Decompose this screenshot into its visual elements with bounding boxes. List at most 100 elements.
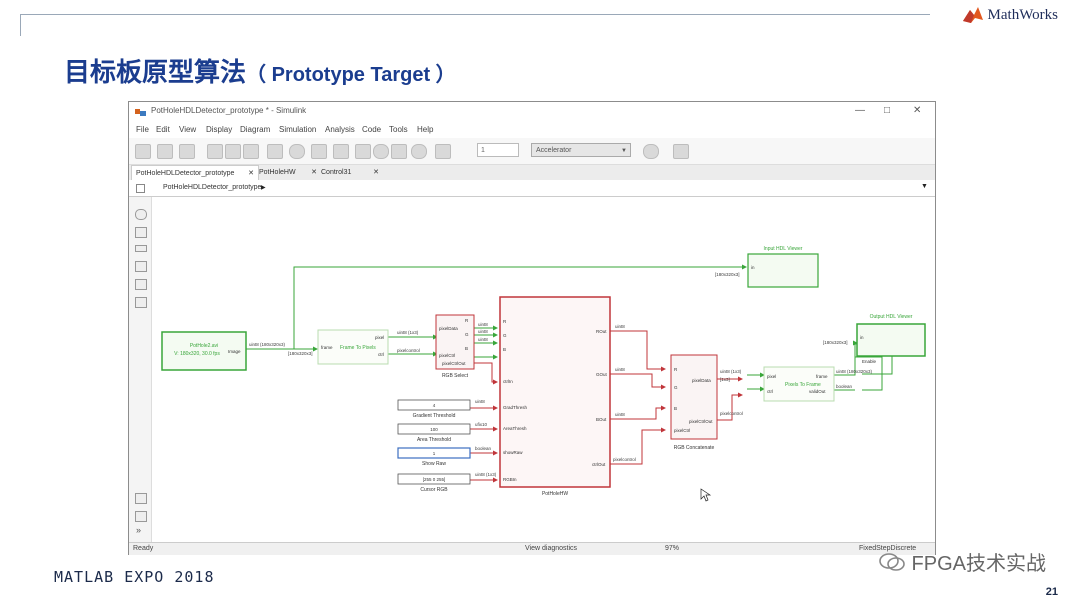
model-settings-icon[interactable] <box>289 144 305 159</box>
tab-label: Control31 <box>321 169 352 176</box>
port-frame: frame <box>321 345 333 350</box>
slide-title: 目标板原型算法（ Prototype Target ） <box>64 52 456 89</box>
pothole-hw-subsystem[interactable]: R G B ctrlIn GradThresh AreaThresh showR… <box>499 296 611 497</box>
area-threshold-constant[interactable]: 100 Area Threshold ufix10 <box>397 422 488 443</box>
annotation-icon[interactable] <box>135 261 147 272</box>
stop-icon[interactable] <box>411 144 427 159</box>
wechat-icon <box>878 552 905 571</box>
tab-close-icon[interactable]: ✕ <box>311 169 317 176</box>
save-icon[interactable] <box>179 144 195 159</box>
signal-label-source: uint8 (180x320x3) <box>249 342 286 347</box>
menu-help[interactable]: Help <box>417 125 434 134</box>
gradient-threshold-constant[interactable]: 4 Gradient Threshold uint8 <box>397 399 485 419</box>
tab-control31[interactable]: Control31 ✕ <box>317 165 383 180</box>
forward-arrow-icon[interactable] <box>225 144 241 159</box>
fit-view-icon[interactable] <box>135 227 147 238</box>
step-forward-icon[interactable] <box>391 144 407 159</box>
block-diagram[interactable]: PotHole2.avi V: 180x320, 30.0 fps Image … <box>152 197 935 542</box>
slide-title-cn: 目标板原型算法 <box>64 57 247 87</box>
watermark: FPGA技术实战 <box>878 547 1046 576</box>
stop-time-input[interactable]: 1 <box>477 143 519 157</box>
video-source-block[interactable]: PotHole2.avi V: 180x320, 30.0 fps Image <box>161 331 247 371</box>
address-dropdown-icon[interactable]: ▼ <box>921 183 928 190</box>
port-output-viewer-enable: Enable <box>862 359 877 364</box>
port-pixelctrlout: pixelCtrlOut <box>442 361 466 366</box>
port-ctrlin: ctrlIn <box>503 379 513 384</box>
rgb-concatenate-block[interactable]: R G B pixelCtrl pixelData pixelCtrlOut R… <box>670 354 718 451</box>
port-output-viewer-in: in <box>860 335 864 340</box>
tab-pothole-hdl-detector[interactable]: PotHoleHDLDetector_prototype ✕ <box>131 165 259 181</box>
status-bar: Ready View diagnostics 97% FixedStepDisc… <box>129 542 935 555</box>
port-concat-pixeldata: pixelData <box>692 378 711 383</box>
view-diagnostics-link[interactable]: View diagnostics <box>525 545 578 552</box>
menu-diagram[interactable]: Diagram <box>240 125 271 134</box>
tab-close-icon[interactable]: ✕ <box>248 170 254 177</box>
simulation-mode-select[interactable]: Accelerator ▼ <box>531 143 631 157</box>
record-icon[interactable] <box>435 144 451 159</box>
show-raw-constant[interactable]: 1 Show Raw boolean <box>397 446 492 467</box>
pixels-to-frame-block[interactable]: pixel ctrl Pixels To Frame frame validOu… <box>763 366 835 402</box>
close-button[interactable]: ✕ <box>913 105 922 116</box>
diagram-canvas[interactable]: PotHole2.avi V: 180x320, 30.0 fps Image … <box>152 197 935 542</box>
menu-analysis[interactable]: Analysis <box>325 125 355 134</box>
arrows-icon[interactable] <box>135 245 147 252</box>
port-b-in: B <box>503 347 506 352</box>
data-inspector-icon[interactable] <box>333 144 349 159</box>
model-explorer-icon[interactable] <box>311 144 327 159</box>
simulation-mode-value: Accelerator <box>536 147 572 154</box>
menu-display[interactable]: Display <box>206 125 233 134</box>
build-icon[interactable] <box>673 144 689 159</box>
menu-edit[interactable]: Edit <box>156 125 170 134</box>
footer-event-name: MATLAB EXPO 2018 <box>54 568 215 586</box>
source-file-name: PotHole2.avi <box>190 343 218 349</box>
watermark-text: FPGA技术实战 <box>911 553 1046 575</box>
cursor-rgb-label: Cursor RGB <box>420 487 448 493</box>
port-concat-g: G <box>674 385 678 390</box>
port-p2f-pixel: pixel <box>767 374 776 379</box>
property-inspector-icon[interactable] <box>135 511 147 522</box>
input-hdl-viewer-block[interactable]: in Input HDL Viewer <box>747 246 819 288</box>
back-arrow-icon[interactable] <box>207 144 223 159</box>
hide-browser-icon[interactable] <box>136 184 145 193</box>
run-icon[interactable] <box>373 144 389 159</box>
maximize-button[interactable]: □ <box>884 105 891 116</box>
menu-code[interactable]: Code <box>362 125 382 134</box>
model-advisor-icon[interactable] <box>643 144 659 159</box>
port-concat-b: B <box>674 406 677 411</box>
output-viewer-label: Output HDL Viewer <box>870 314 913 320</box>
breadcrumb[interactable]: PotHoleHDLDetector_prototype <box>163 184 262 191</box>
port-showraw: showRaw <box>503 450 523 455</box>
slide-title-en: （ Prototype Target ） <box>246 64 456 86</box>
up-arrow-icon[interactable] <box>243 144 259 159</box>
minimize-button[interactable]: — <box>855 105 865 116</box>
zoom-icon[interactable] <box>135 209 147 220</box>
header-rule-horizontal <box>20 14 930 15</box>
port-b: B <box>465 346 468 351</box>
simulink-app-icon <box>135 109 146 116</box>
step-back-icon[interactable] <box>355 144 371 159</box>
port-gradthresh: GradThresh <box>503 405 528 410</box>
menu-simulation[interactable]: Simulation <box>279 125 317 134</box>
area-icon[interactable] <box>135 297 147 308</box>
menu-view[interactable]: View <box>179 125 197 134</box>
frame-to-pixels-label: Frame To Pixels <box>340 345 376 351</box>
model-browser-icon[interactable] <box>135 493 147 504</box>
rgb-select-block[interactable]: pixelData pixelCtrl R G B pixelCtrlOut R… <box>435 314 475 379</box>
tab-close-icon[interactable]: ✕ <box>373 169 379 176</box>
port-rgbin: RGBIn <box>503 477 517 482</box>
cursor-rgb-constant[interactable]: [255 0 255] Cursor RGB uint8 (1x3) <box>397 472 497 493</box>
image-icon[interactable] <box>135 279 147 290</box>
tab-pothole-hw[interactable]: PotHoleHW ✕ <box>255 165 321 180</box>
expand-icon[interactable]: » <box>136 525 142 535</box>
open-icon[interactable] <box>157 144 173 159</box>
port-ctrlout: ctrlOut <box>592 462 606 467</box>
menu-tools[interactable]: Tools <box>389 125 408 134</box>
library-browser-icon[interactable] <box>267 144 283 159</box>
frame-to-pixels-block[interactable]: frame Frame To Pixels pixel ctrl <box>317 329 389 365</box>
pothole-hw-label: PotHoleHW <box>542 491 568 497</box>
output-hdl-viewer-block[interactable]: in Enable Output HDL Viewer <box>856 314 926 364</box>
new-model-icon[interactable] <box>135 144 151 159</box>
menu-file[interactable]: File <box>136 125 149 134</box>
gradient-threshold-label: Gradient Threshold <box>413 413 456 419</box>
port-pixeldata: pixelData <box>439 326 458 331</box>
